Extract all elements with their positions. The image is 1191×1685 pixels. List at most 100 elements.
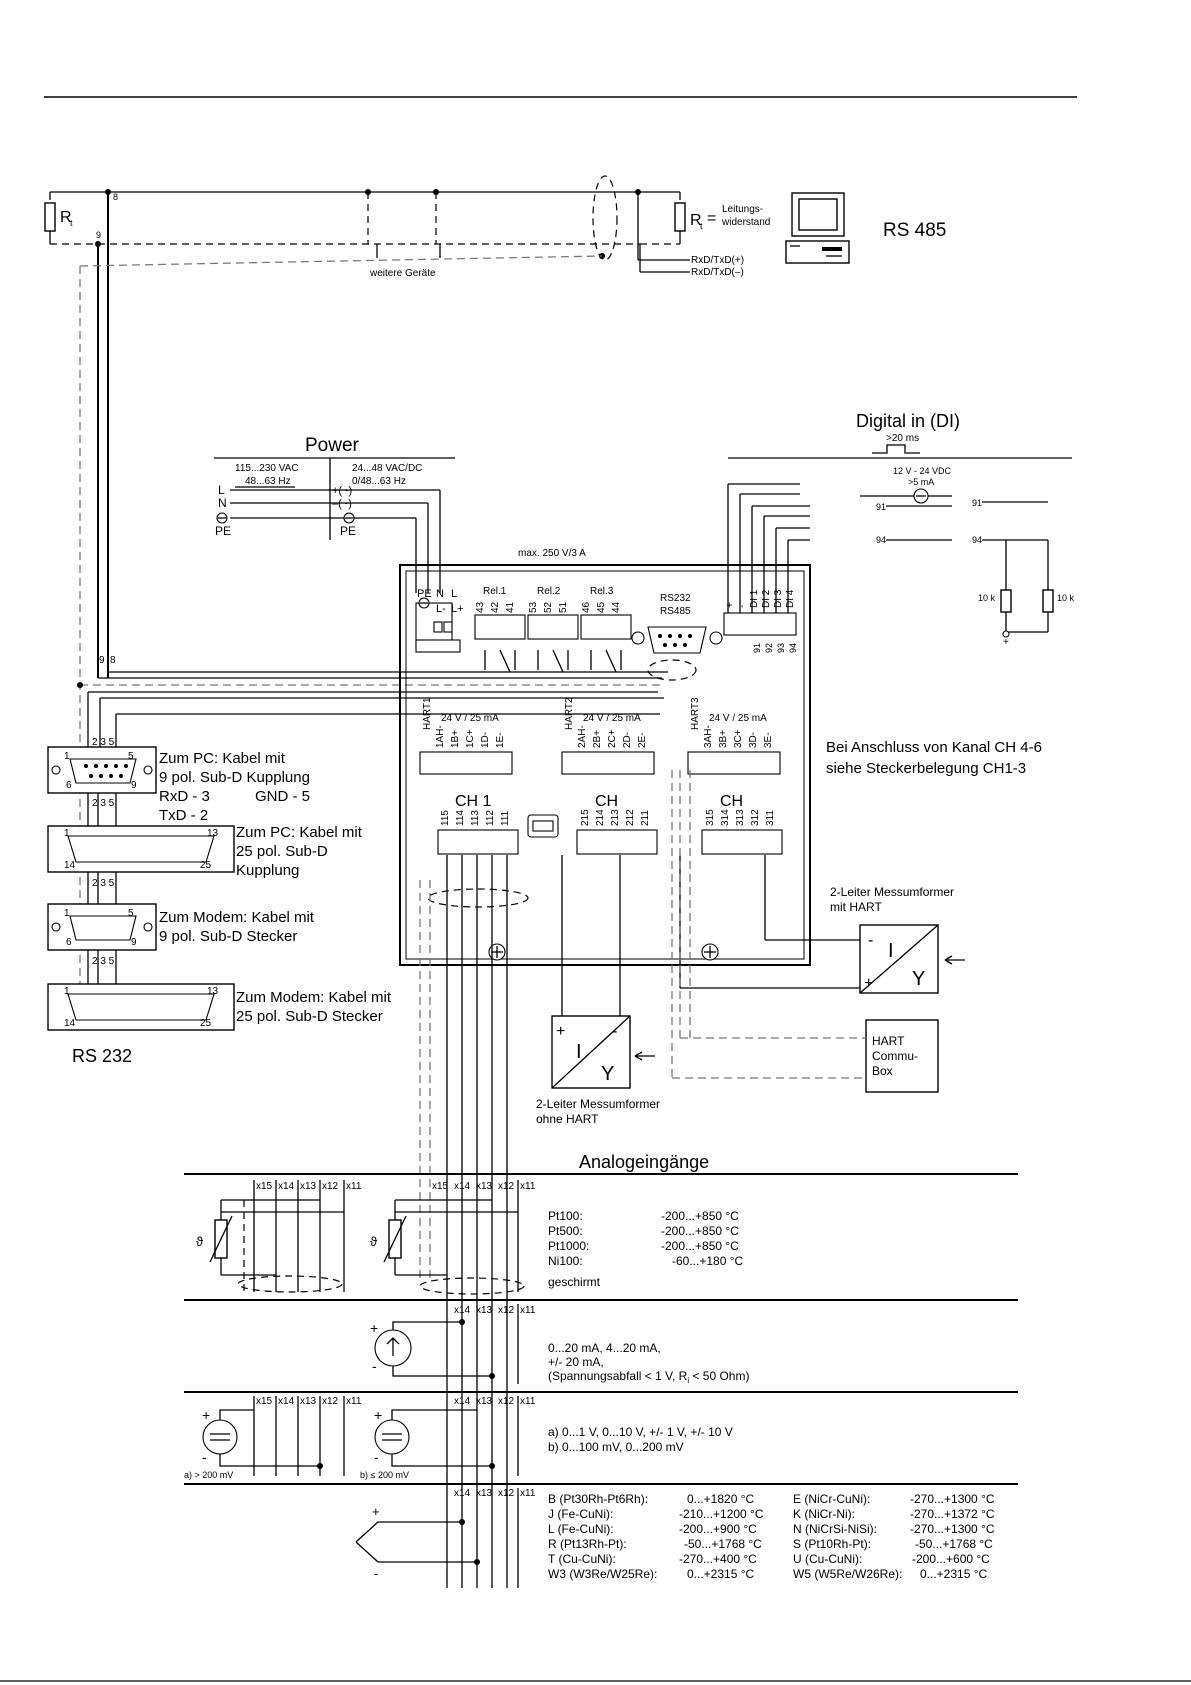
svg-text:44: 44: [611, 601, 622, 613]
svg-text:2-Leiter Messumformer: 2-Leiter Messumformer: [830, 885, 954, 899]
ch2-label: CH: [595, 793, 618, 810]
svg-text:PE: PE: [340, 524, 356, 538]
svg-text:x14: x14: [278, 1181, 295, 1192]
svg-text:J (Fe-CuNi):: J (Fe-CuNi):: [548, 1507, 613, 1521]
svg-text:-50...+1768 °C: -50...+1768 °C: [915, 1537, 993, 1551]
svg-text:-270...+400 °C: -270...+400 °C: [679, 1552, 757, 1566]
svg-text:Zum Modem: Kabel mit: Zum Modem: Kabel mit: [236, 989, 392, 1006]
svg-text:-: -: [374, 1449, 379, 1465]
svg-text:K (NiCr-Ni):: K (NiCr-Ni):: [793, 1507, 855, 1521]
svg-text:94: 94: [972, 535, 982, 545]
svg-text:312: 312: [750, 809, 761, 826]
svg-text:43: 43: [475, 601, 486, 613]
rxtx-minus-label: RxD/TxD(–): [691, 267, 744, 278]
svg-text:Pt500:: Pt500:: [548, 1224, 583, 1238]
svg-text:x11: x11: [346, 1396, 362, 1407]
svg-text:0...+2315 °C: 0...+2315 °C: [687, 1567, 755, 1581]
transmitters: 2-Leiter Messumformer mit HART - + I Y H…: [536, 770, 965, 1126]
svg-text:5: 5: [128, 908, 134, 919]
svg-text:+: +: [1003, 637, 1009, 648]
digital-title: Digital in (DI): [856, 411, 960, 431]
svg-text:-60...+180 °C: -60...+180 °C: [672, 1254, 744, 1268]
svg-text:HART3: HART3: [690, 697, 701, 730]
svg-text:x13: x13: [300, 1181, 317, 1192]
svg-text:-200...+850 °C: -200...+850 °C: [661, 1224, 739, 1238]
svg-text:E (NiCr-CuNi):: E (NiCr-CuNi):: [793, 1492, 870, 1506]
svg-text:93: 93: [776, 643, 786, 653]
svg-text:U (Cu-CuNi):: U (Cu-CuNi):: [793, 1552, 862, 1566]
svg-text:114: 114: [455, 810, 466, 826]
svg-text:1: 1: [64, 751, 70, 762]
svg-text:-: -: [868, 932, 873, 949]
svg-text:13: 13: [207, 986, 219, 997]
svg-text:Rel.3: Rel.3: [590, 586, 614, 597]
svg-text:-: -: [612, 1023, 617, 1040]
svg-text:+: +: [372, 1504, 380, 1519]
svg-text:2AH-: 2AH-: [577, 725, 588, 748]
svg-text:2E-: 2E-: [637, 732, 648, 748]
svg-text:8: 8: [110, 655, 116, 666]
svg-text:Zum PC: Kabel mit: Zum PC: Kabel mit: [236, 824, 363, 841]
svg-text:91: 91: [752, 643, 762, 653]
svg-text:x11: x11: [520, 1488, 536, 1499]
svg-text:1E-: 1E-: [495, 732, 506, 748]
power-max-label: max. 250 V/3 A: [518, 548, 586, 559]
svg-text:widerstand: widerstand: [721, 217, 770, 228]
svg-text:3E-: 3E-: [763, 732, 774, 748]
svg-text:9: 9: [99, 655, 105, 666]
svg-text:+/- 20 mA,: +/- 20 mA,: [548, 1355, 604, 1369]
svg-text:L (Fe-CuNi):: L (Fe-CuNi):: [548, 1522, 614, 1536]
svg-text:91: 91: [972, 498, 982, 508]
svg-text:Kupplung: Kupplung: [236, 862, 299, 879]
svg-text:-: -: [202, 1449, 207, 1465]
svg-text:45: 45: [596, 601, 607, 613]
svg-text:42: 42: [490, 601, 501, 613]
svg-text:>5 mA: >5 mA: [908, 477, 934, 487]
svg-text:S (Pt10Rh-Pt):: S (Pt10Rh-Pt):: [793, 1537, 871, 1551]
svg-text:x11: x11: [346, 1181, 362, 1192]
svg-text:6: 6: [66, 780, 72, 791]
svg-text:2D-: 2D-: [622, 732, 633, 748]
svg-text:1: 1: [64, 908, 70, 919]
svg-text:=: =: [707, 210, 716, 227]
svg-text:12 V - 24 VDC: 12 V - 24 VDC: [893, 466, 952, 476]
svg-text:0/48...63 Hz: 0/48...63 Hz: [352, 476, 406, 487]
svg-text:DI 4: DI 4: [785, 589, 796, 608]
svg-text:N: N: [436, 588, 444, 600]
svg-text:25: 25: [200, 1018, 212, 1029]
svg-text:-270...+1300 °C: -270...+1300 °C: [910, 1522, 995, 1536]
svg-text:x12: x12: [498, 1396, 515, 1407]
svg-text:10 k: 10 k: [1057, 593, 1075, 603]
svg-text:I: I: [888, 940, 894, 962]
svg-text:94: 94: [788, 643, 798, 653]
line-resistance-note: Leitungs-: [722, 204, 763, 215]
svg-text:-200...+850 °C: -200...+850 °C: [661, 1239, 739, 1253]
svg-text:25 pol. Sub-D: 25 pol. Sub-D: [236, 843, 328, 860]
termination-resistor-right: [674, 202, 686, 232]
svg-text:213: 213: [610, 809, 621, 826]
svg-text:2 3 5: 2 3 5: [92, 798, 115, 809]
computer-icon: [785, 192, 850, 264]
svg-text:+(~): +(~): [332, 485, 352, 497]
svg-text:x13: x13: [476, 1305, 493, 1316]
svg-text:3D-: 3D-: [748, 732, 759, 748]
svg-text:x14: x14: [454, 1488, 471, 1499]
svg-text:0...+1820 °C: 0...+1820 °C: [687, 1492, 755, 1506]
svg-text:Rel.1: Rel.1: [483, 586, 507, 597]
svg-text:HART: HART: [872, 1034, 905, 1048]
svg-text:24 V / 25 mA: 24 V / 25 mA: [709, 713, 767, 724]
svg-text:115...230 VAC: 115...230 VAC: [235, 463, 299, 474]
svg-text:b) 0...100 mV, 0...200 mV: b) 0...100 mV, 0...200 mV: [548, 1440, 684, 1454]
svg-text:+: +: [374, 1407, 382, 1423]
svg-text:Box: Box: [872, 1064, 893, 1078]
svg-text:x12: x12: [498, 1488, 515, 1499]
more-devices-label: weitere Geräte: [369, 268, 436, 279]
svg-text:GND - 5: GND - 5: [255, 788, 310, 805]
svg-text:212: 212: [625, 809, 636, 826]
svg-text:x14: x14: [278, 1396, 295, 1407]
svg-text:24 V / 25 mA: 24 V / 25 mA: [583, 713, 641, 724]
termination-resistor-left: [44, 202, 56, 232]
rs232-connectors: 1 5 6 9 2 3 5 Zum PC: Kabel mit 9 pol. S…: [47, 737, 392, 1066]
svg-text:N (NiCrSi-NiSi):: N (NiCrSi-NiSi):: [793, 1522, 877, 1536]
analog-inputs-table: Analogeingänge x15 x14 x13 x12 x11 ϑ x15…: [184, 1152, 1018, 1588]
